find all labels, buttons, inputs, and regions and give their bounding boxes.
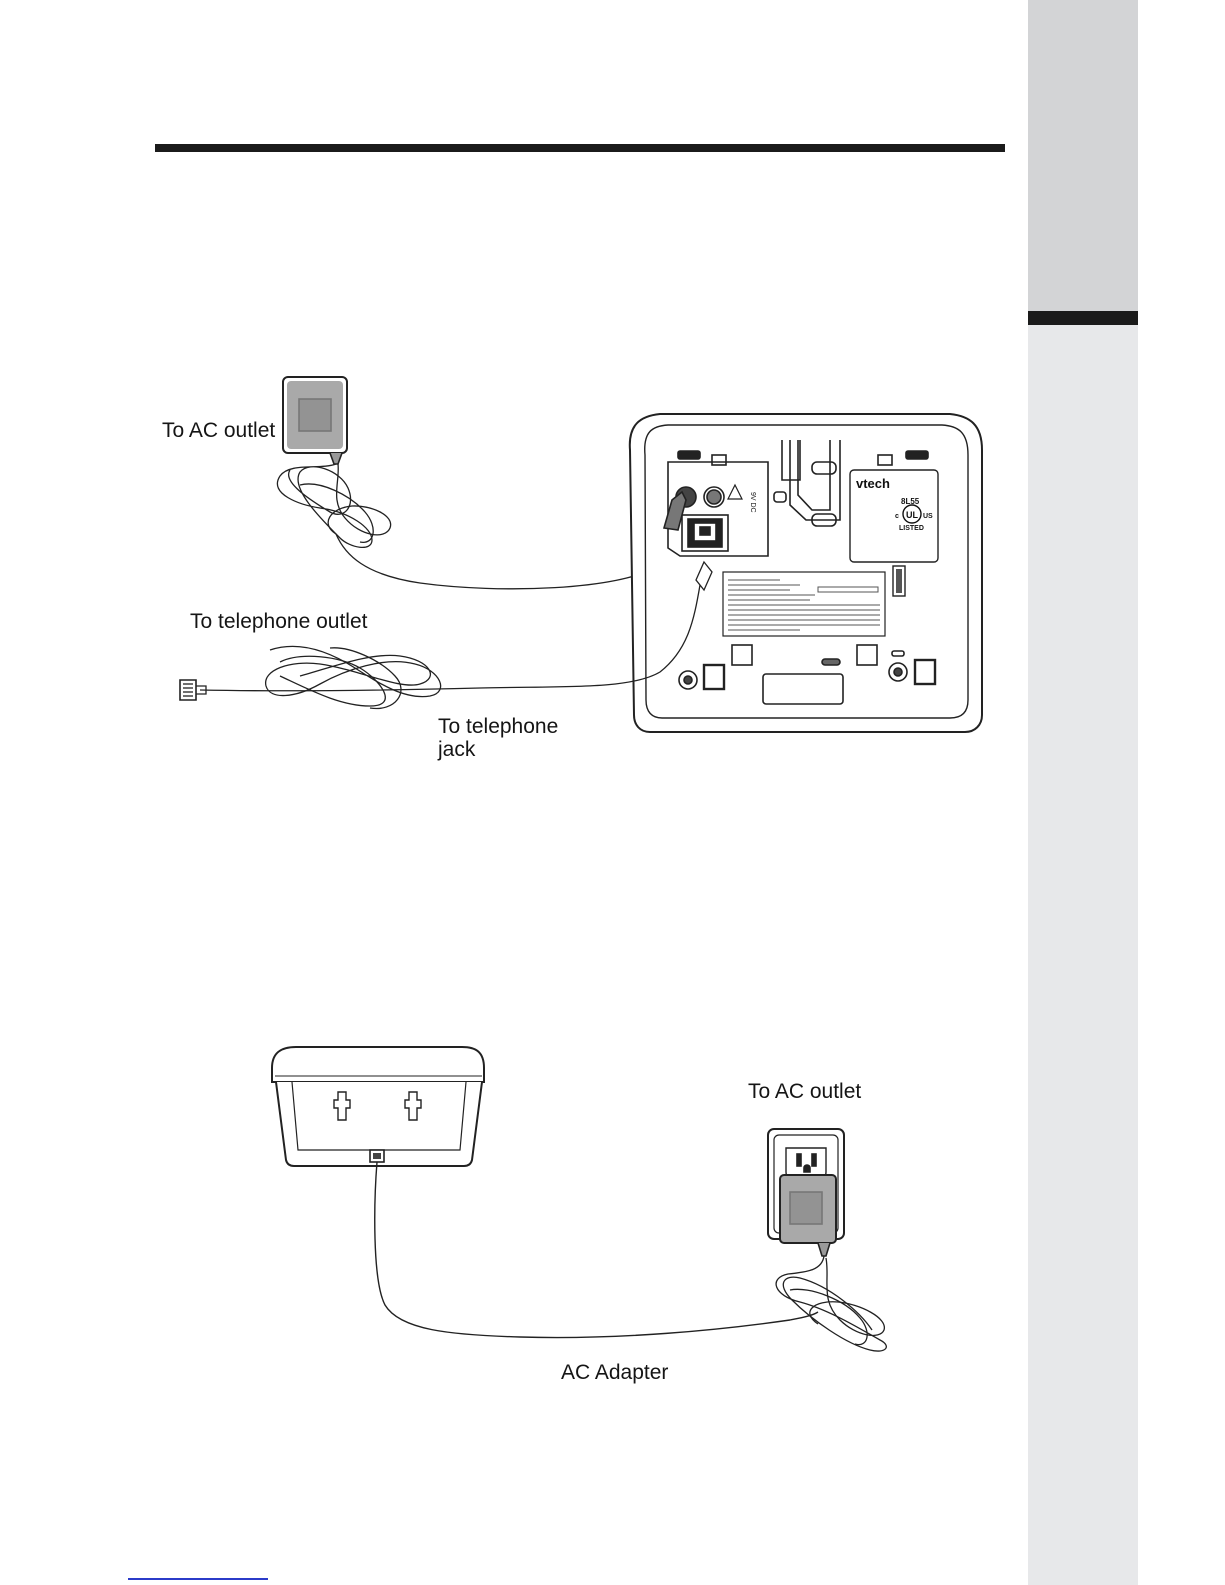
footer-link-underline[interactable] xyxy=(128,1578,268,1580)
label-to-telephone-jack-line1: To telephone xyxy=(438,716,558,738)
phone-base-bottom-view xyxy=(630,414,982,732)
charger-bottom-view xyxy=(272,1047,484,1166)
power-cord-coil xyxy=(776,1256,886,1351)
power-cord-coil xyxy=(277,464,674,589)
label-to-telephone-jack-line2: jack xyxy=(438,739,475,761)
label-to-ac-outlet: To AC outlet xyxy=(162,420,275,442)
figure1-illustration xyxy=(180,377,982,732)
label-to-telephone-outlet: To telephone outlet xyxy=(190,611,367,633)
ac-adapter-icon xyxy=(780,1175,836,1256)
label-ac-adapter: AC Adapter xyxy=(561,1362,668,1384)
ul-c: c xyxy=(895,513,899,520)
brand-logo: vtech xyxy=(856,476,890,491)
power-rating: 9V DC xyxy=(749,492,756,513)
ul-listed: LISTED xyxy=(899,525,924,532)
ul-mark: UL xyxy=(906,510,918,520)
ac-adapter-icon xyxy=(283,377,347,464)
ul-us: US xyxy=(923,513,933,520)
label-to-ac-outlet-2: To AC outlet xyxy=(748,1081,861,1103)
charger-cord xyxy=(375,1162,818,1338)
